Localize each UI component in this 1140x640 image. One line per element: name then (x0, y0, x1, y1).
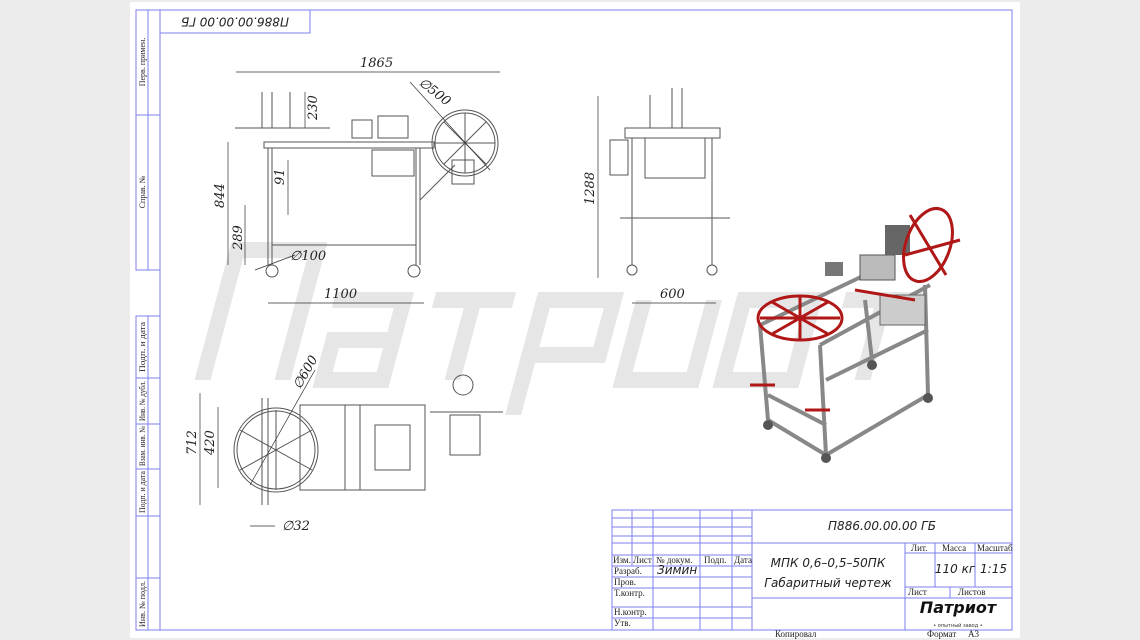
format-value: А3 (968, 629, 979, 639)
copied-label: Копировал (775, 629, 817, 639)
title-block: П886.00.00.00 ГБ Изм. Лист № докум. Подп… (611, 509, 1013, 639)
dim-1865: 1865 (360, 56, 393, 71)
left-strip: Перв. примен. Справ. № Подп. и дата Инв.… (135, 9, 161, 631)
sheets-label: Листов (958, 587, 985, 597)
dim-d32: ∅32 (282, 519, 310, 534)
dim-712: 712 (185, 430, 200, 455)
row-label: Т.контр. (614, 588, 645, 598)
dim-844: 844 (213, 183, 228, 208)
strip-label: Инв. № подл. (138, 581, 147, 627)
designation: П886.00.00.00 ГБ (828, 519, 936, 533)
isometric-view (750, 207, 961, 463)
sheet-label: Лист (908, 587, 927, 597)
strip-label: Подп. и дата (138, 471, 147, 513)
row-label: Н.контр. (614, 607, 647, 617)
row-label: Пров. (614, 577, 636, 587)
lit-label: Лит. (911, 543, 927, 553)
developer-name: Зимин (657, 563, 697, 577)
strip-label: Инв. № дубл. (138, 381, 147, 421)
dim-1100: 1100 (324, 287, 357, 302)
row-label: Утв. (614, 618, 631, 628)
dim-1288: 1288 (583, 172, 598, 205)
row-label: Разраб. (614, 566, 642, 576)
mass-label: Масса (942, 543, 966, 553)
dim-289: 289 (231, 225, 246, 251)
company-logo: Патриот (920, 598, 998, 617)
dim-91: 91 (273, 168, 288, 185)
format-label: Формат (927, 629, 956, 639)
scale-value: 1:15 (980, 562, 1007, 576)
rotated-designation: П886.00.00.00 ГБ (181, 15, 289, 29)
strip-label: Взам. инв. № (138, 426, 147, 466)
strip-label: Справ. № (138, 175, 147, 208)
header-izm: Изм. (613, 555, 631, 565)
dim-420: 420 (203, 430, 218, 456)
front-view: 1288 600 (583, 88, 730, 304)
header-date: Дата (734, 555, 752, 565)
company-subtitle: • опытный завод • (933, 622, 983, 629)
scale-label: Масштаб (977, 543, 1013, 553)
document-type: Габаритный чертеж (764, 576, 892, 590)
header-doc: № докум. (656, 555, 693, 565)
strip-label: Подп. и дата (138, 321, 147, 372)
dim-230: 230 (306, 95, 321, 121)
product-name: МПК 0,6–0,5–50ПК (771, 556, 886, 570)
dim-600: 600 (660, 287, 685, 302)
strip-label: Перв. примен. (138, 38, 147, 87)
side-view: 1865 ∅500 230 844 91 289 ∅100 1100 (213, 56, 500, 304)
header-list: Лист (633, 555, 652, 565)
mass-value: 110 кг (935, 562, 976, 576)
header-sign: Подп. (704, 555, 726, 565)
dim-d100: ∅100 (290, 249, 326, 264)
